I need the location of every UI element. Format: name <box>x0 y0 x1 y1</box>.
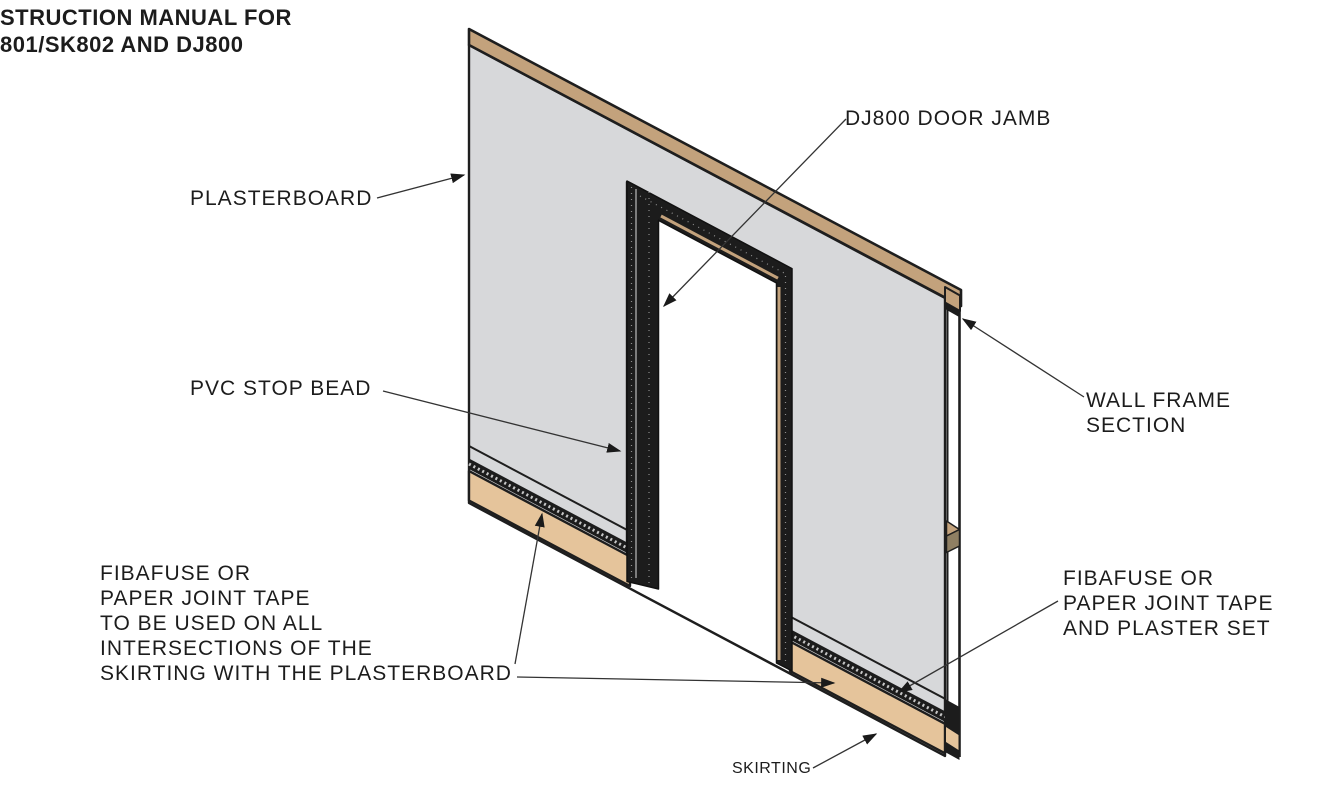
label-fibafuse-right: FIBAFUSE OR PAPER JOINT TAPE AND PLASTER… <box>1063 567 1274 640</box>
top-plate-end-shadow <box>945 302 960 318</box>
leader-fibafuse-left-up <box>514 512 545 665</box>
leader-wall-frame-section <box>961 318 1085 398</box>
label-door-jamb: DJ800 DOOR JAMB <box>845 107 1052 130</box>
leader-fibafuse-right <box>897 600 1059 693</box>
label-pvc-stop-bead: PVC STOP BEAD <box>190 377 372 400</box>
label-plasterboard: PLASTERBOARD <box>190 187 373 210</box>
leader-skirting <box>812 733 878 769</box>
page-title-line-1: STRUCTION MANUAL FOR <box>0 5 292 30</box>
jamb-head-timber-sliver <box>660 214 779 280</box>
skirting-end-cap <box>946 727 959 750</box>
skirting-board-left <box>467 469 632 588</box>
stop-bead-top-line-right <box>789 615 946 700</box>
door-jamb-frame <box>626 180 793 672</box>
leader-pvc-stop-bead <box>382 390 622 453</box>
tape-speckle-right <box>789 633 946 719</box>
stop-bead-tape-band-right <box>790 629 945 722</box>
leader-door-jamb <box>663 118 847 308</box>
noggin-end-shadow <box>945 528 961 554</box>
plasterboard-face <box>467 43 947 758</box>
label-wall-frame-section: WALL FRAME SECTION <box>1086 389 1231 437</box>
leader-fibafuse-left-across <box>516 676 836 688</box>
stop-bead-top-line-left <box>468 445 631 533</box>
leader-plasterboard <box>376 173 466 199</box>
tape-speckle-left <box>468 462 631 551</box>
page-title-line-2: 801/SK802 AND DJ800 <box>0 32 244 57</box>
label-skirting: SKIRTING <box>732 760 812 777</box>
label-fibafuse-left: FIBAFUSE OR PAPER JOINT TAPE TO BE USED … <box>100 562 512 685</box>
